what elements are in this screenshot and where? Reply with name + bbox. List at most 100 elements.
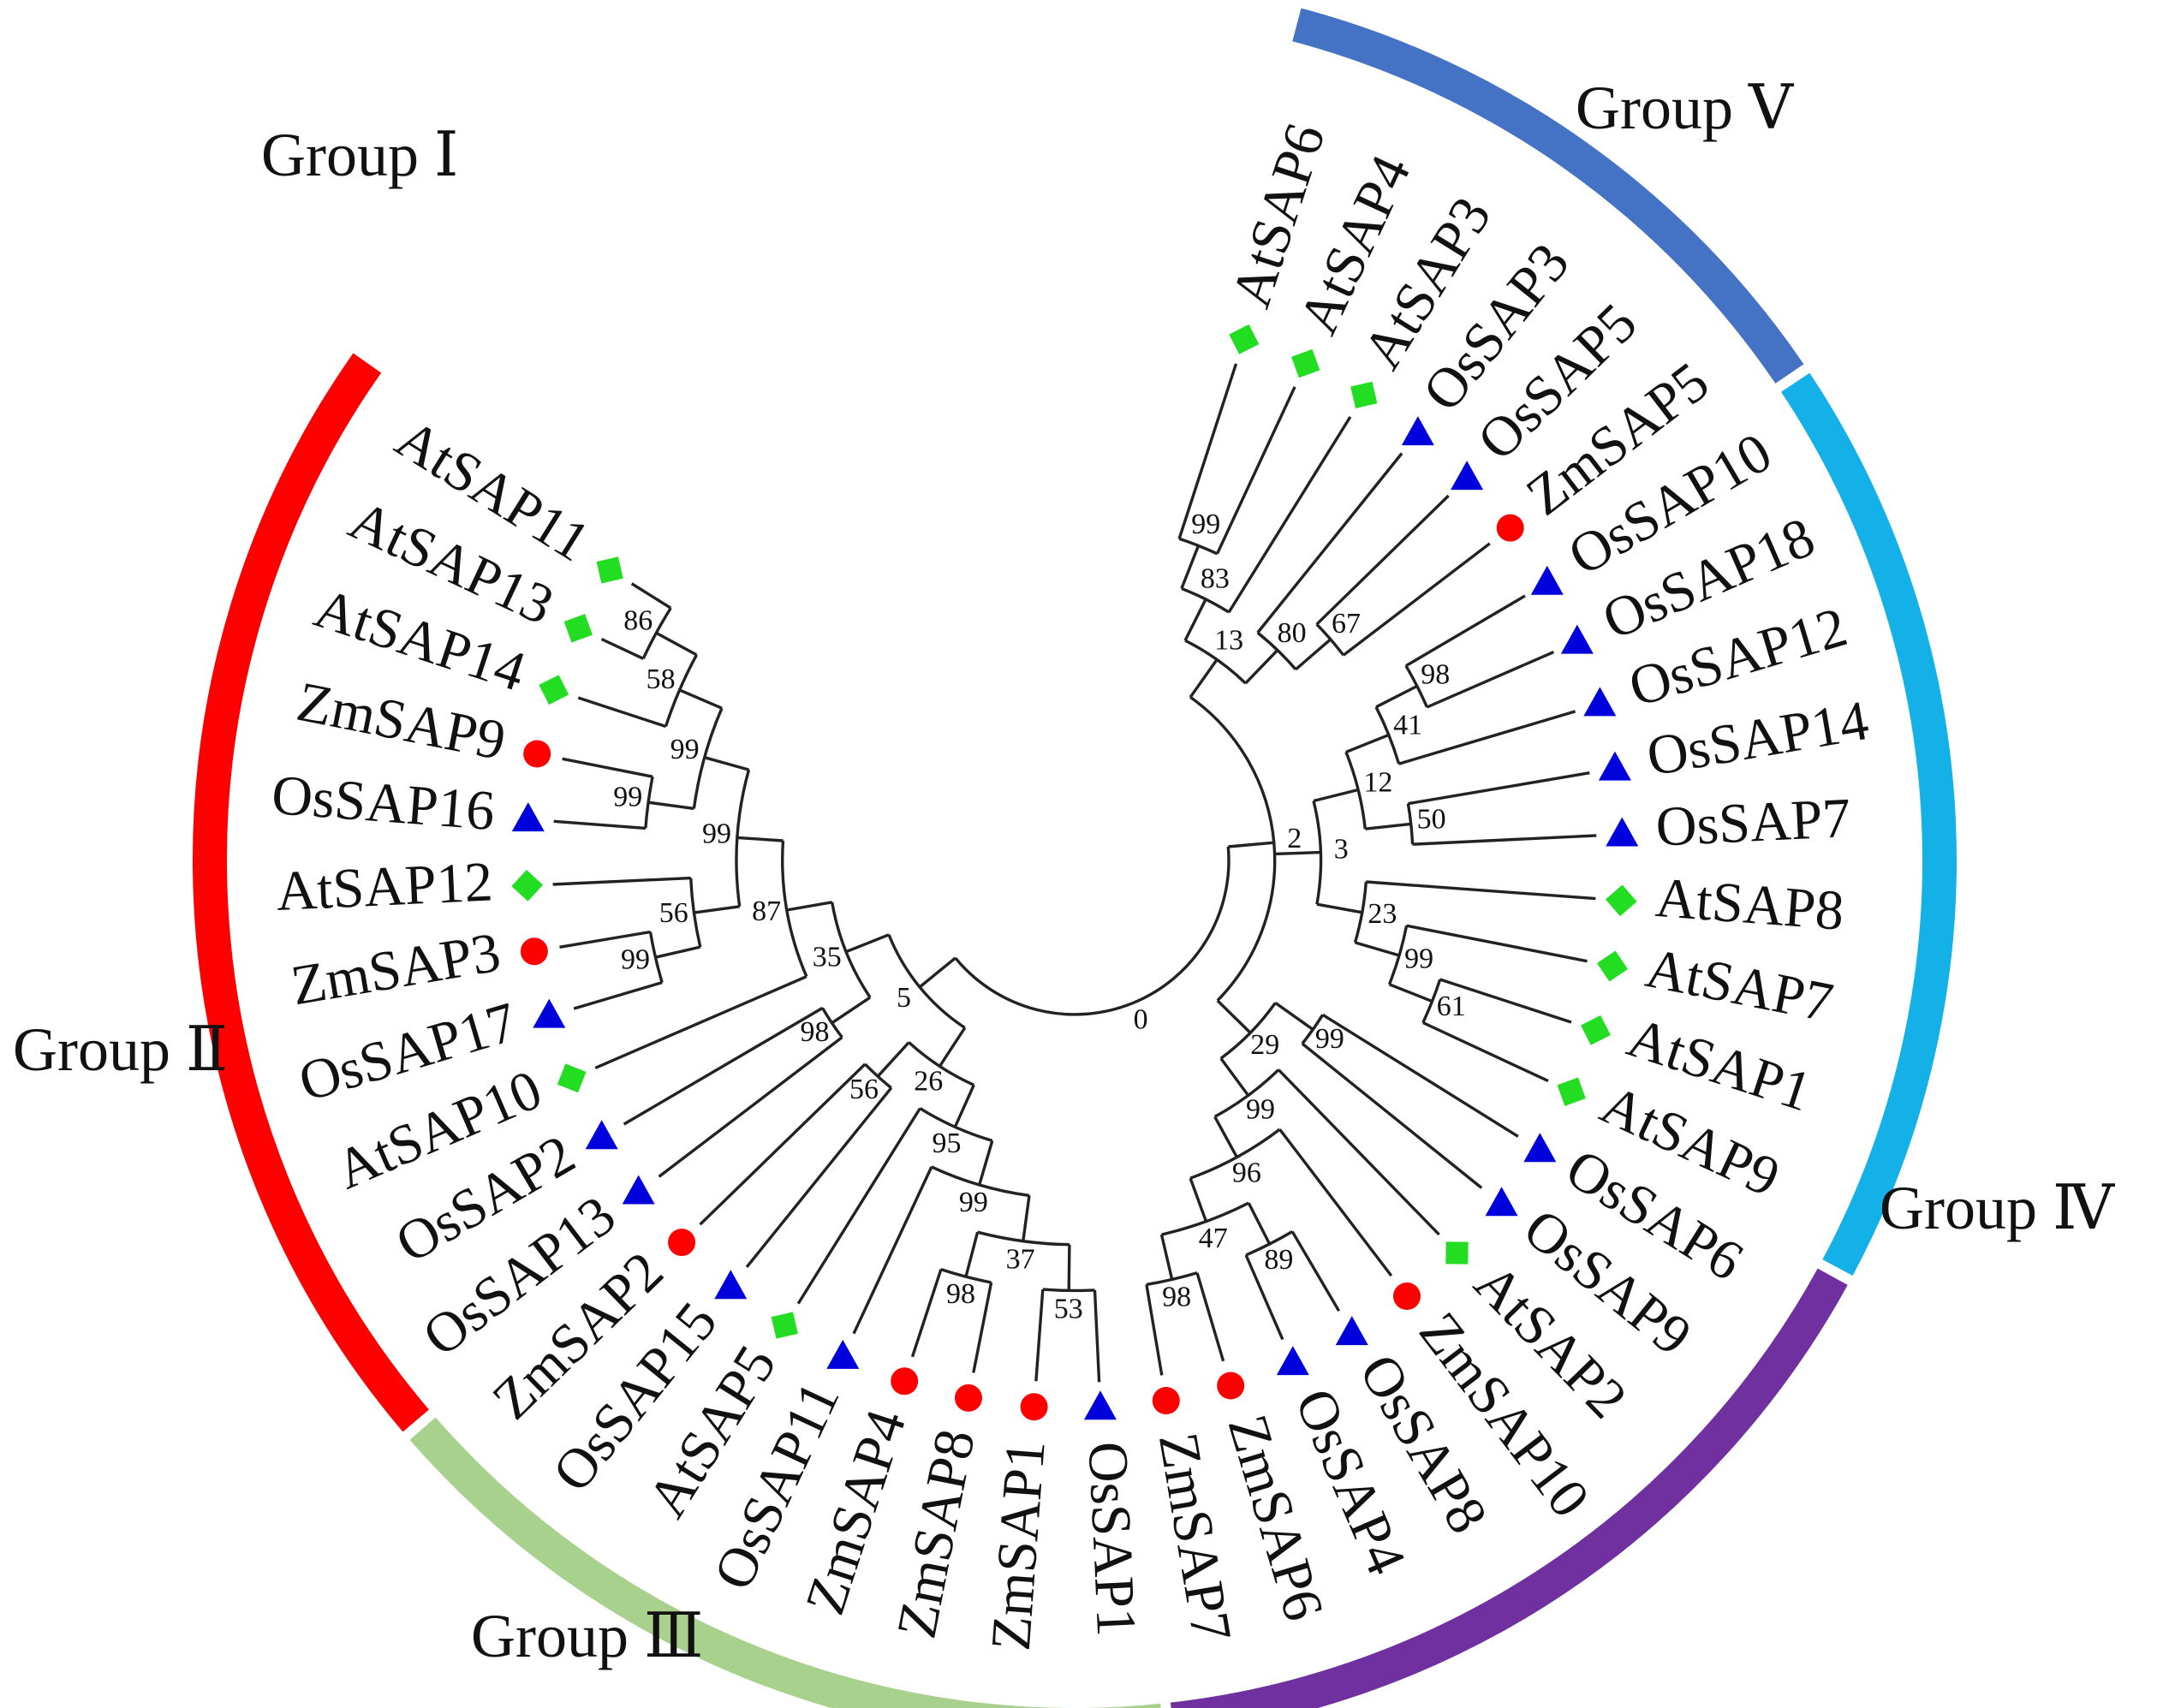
bootstrap-value: 13 <box>1214 625 1243 657</box>
blue-triangle-marker <box>1451 461 1484 491</box>
branch-line <box>704 756 749 771</box>
bootstrap-value: 89 <box>1264 1244 1293 1276</box>
bootstrap-value: 50 <box>1417 804 1446 836</box>
branch-line <box>630 582 672 610</box>
blue-triangle-marker <box>585 1120 618 1150</box>
branch-arc <box>1312 800 1323 905</box>
branch-arc <box>735 769 751 908</box>
red-circle-marker <box>1217 1372 1245 1400</box>
branch-line <box>1244 1254 1284 1341</box>
bootstrap-value: 53 <box>1054 1293 1083 1324</box>
blue-triangle-marker <box>1583 687 1617 717</box>
green-diamond-marker <box>1557 1077 1586 1106</box>
red-circle-marker <box>955 1384 982 1412</box>
green-diamond-marker <box>563 614 593 643</box>
branch-line <box>1412 834 1597 846</box>
leaf-label: AtSAP12 <box>275 850 494 923</box>
green-diamond-marker <box>557 1063 587 1093</box>
branch-arc <box>1189 695 1277 1002</box>
blue-triangle-marker <box>1485 1187 1518 1217</box>
branch-line <box>1342 542 1491 657</box>
tree-branches <box>552 363 1597 1383</box>
green-diamond-marker <box>511 870 544 902</box>
blue-triangle-marker <box>1335 1316 1368 1346</box>
branch-arc <box>977 1230 1070 1247</box>
branch-line <box>1195 1272 1225 1362</box>
branch-line <box>1313 788 1359 803</box>
branch-arc <box>689 878 702 948</box>
green-diamond-marker <box>1445 1241 1469 1265</box>
branch-line <box>1321 1013 1519 1138</box>
bootstrap-value: 99 <box>702 818 731 850</box>
branch-line <box>1375 684 1418 709</box>
branch-line <box>1405 594 1526 668</box>
blue-triangle-marker <box>511 802 545 832</box>
branch-line <box>655 945 701 959</box>
branch-line <box>1244 649 1279 685</box>
green-diamond-marker <box>1229 324 1260 354</box>
branch-line <box>786 901 832 912</box>
branch-line <box>1290 1230 1341 1312</box>
bootstrap-values: 9983678013984150126199233998998479699292… <box>613 509 1466 1324</box>
blue-triangle-marker <box>1606 817 1639 847</box>
branch-line <box>658 1036 843 1178</box>
branch-line <box>600 637 644 660</box>
branch-line <box>1247 1202 1272 1245</box>
branch-line <box>1365 822 1411 830</box>
branch-line <box>978 1140 994 1186</box>
branch-line <box>1177 363 1238 539</box>
branch-arc <box>1213 1068 1280 1118</box>
blue-triangle-marker <box>714 1270 748 1300</box>
bootstrap-value: 3 <box>1334 834 1349 866</box>
bootstrap-value: 98 <box>1162 1282 1191 1313</box>
branch-line <box>647 800 694 811</box>
bootstrap-value: 98 <box>801 1016 830 1048</box>
branch-line <box>552 876 691 886</box>
red-circle-marker <box>520 937 548 966</box>
branch-line <box>1316 902 1363 914</box>
green-diamond-marker <box>596 556 623 584</box>
branch-line <box>1301 1042 1483 1189</box>
bootstrap-value: 2 <box>1287 823 1302 854</box>
branch-line <box>953 1084 975 1128</box>
branch-arc <box>954 846 1230 1016</box>
branch-line <box>1227 416 1352 613</box>
branch-arc <box>1374 706 1401 765</box>
bootstrap-value: 98 <box>1421 658 1450 690</box>
bootstrap-value: 87 <box>752 896 781 927</box>
branch-line <box>1189 658 1219 699</box>
branch-arc <box>1353 881 1368 943</box>
branch-arc <box>831 902 872 998</box>
branch-line <box>796 1107 921 1305</box>
green-diamond-marker <box>1596 950 1629 982</box>
bootstrap-value: 26 <box>914 1065 943 1097</box>
branch-line <box>1145 1284 1164 1376</box>
branch-arc <box>1161 1201 1249 1236</box>
bootstrap-value: 41 <box>1393 709 1422 741</box>
group-band-IV <box>409 1417 1161 1708</box>
branch-arc <box>1042 1288 1095 1293</box>
bootstrap-value: 0 <box>1134 1004 1148 1036</box>
branch-line <box>1067 1244 1071 1291</box>
branch-line <box>1159 1234 1174 1280</box>
branch-line <box>1274 850 1321 856</box>
bootstrap-value: 96 <box>1232 1157 1261 1188</box>
green-diamond-marker <box>1581 1015 1611 1045</box>
bootstrap-value: 56 <box>659 897 688 929</box>
branch-arc <box>1219 1002 1277 1060</box>
red-circle-marker <box>668 1229 696 1257</box>
bootstrap-value: 95 <box>933 1128 962 1159</box>
blue-triangle-marker <box>1276 1346 1309 1376</box>
branch-line <box>1093 1289 1101 1383</box>
branch-line <box>1180 545 1201 590</box>
branch-line <box>1228 841 1274 848</box>
group-label-III: Group Ⅲ <box>471 1602 703 1670</box>
bootstrap-value: 80 <box>1278 617 1307 649</box>
branch-line <box>745 1086 893 1268</box>
branch-arc <box>781 840 808 978</box>
branch-line <box>573 980 663 1010</box>
green-diamond-marker <box>539 675 569 705</box>
branch-line <box>876 1041 910 1078</box>
branch-line <box>1277 1068 1440 1236</box>
